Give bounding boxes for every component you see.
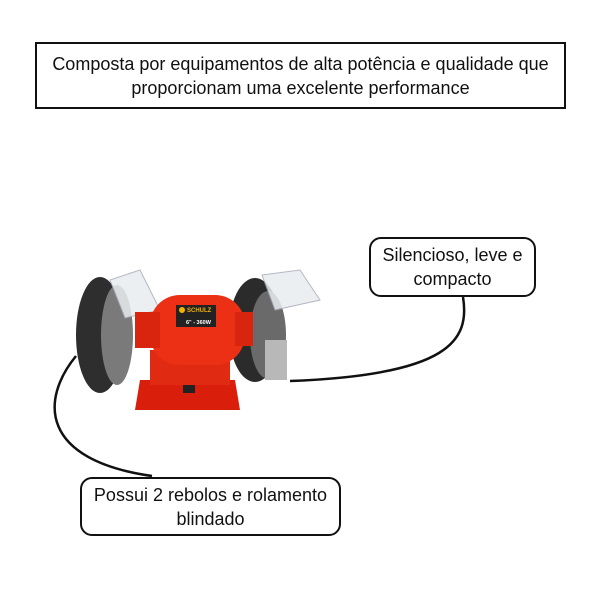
callout-text: Silencioso, leve e compacto [382, 245, 523, 289]
callout-connector-left [53, 355, 153, 478]
callout-silent-compact: Silencioso, leve e compacto [369, 237, 536, 297]
brand-logo-text: SCHULZ [187, 308, 212, 314]
callout-text: Possui 2 rebolos e rolamento blindado [93, 484, 328, 529]
product-label-text: 6" - 360W [186, 320, 212, 326]
headline-box: Composta por equipamentos de alta potênc… [35, 42, 566, 109]
bench-grinder-image: SCHULZ 6" - 360W [76, 269, 321, 410]
callout-connector-right [289, 296, 466, 383]
headline-text: Composta por equipamentos de alta potênc… [52, 53, 549, 98]
callout-wheels-bearing: Possui 2 rebolos e rolamento blindado [80, 477, 341, 536]
